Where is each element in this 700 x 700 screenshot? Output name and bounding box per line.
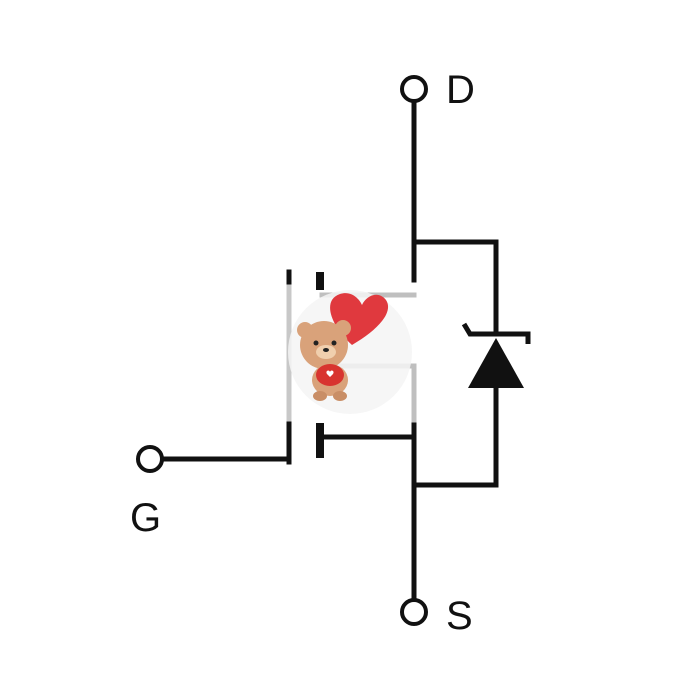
drain-label: D bbox=[446, 68, 475, 112]
gate-terminal bbox=[136, 445, 164, 473]
gate-label: G bbox=[130, 496, 162, 540]
body-diode-icon bbox=[461, 322, 531, 388]
source-terminal bbox=[400, 598, 428, 626]
drain-terminal bbox=[400, 75, 428, 103]
source-label: S bbox=[446, 594, 473, 638]
teddy-bear-heart-sticker-icon bbox=[288, 290, 412, 414]
